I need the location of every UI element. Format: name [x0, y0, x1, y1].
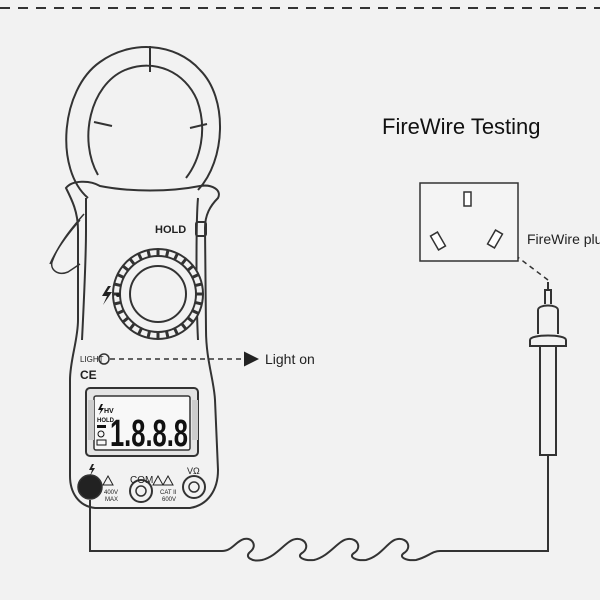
test-probe[interactable] — [529, 282, 567, 456]
right-rating-line1: CAT II — [160, 490, 177, 496]
dial-tooth — [173, 252, 179, 261]
dial-tooth — [180, 322, 188, 331]
dial-tooth — [128, 322, 136, 331]
lcd-flash-icon — [98, 404, 104, 415]
lcd-minus-segment — [97, 425, 106, 428]
clamp-jaws — [65, 46, 221, 199]
dial-tooth — [113, 282, 122, 288]
dial-tooth — [180, 257, 188, 266]
dial-tooth — [164, 330, 170, 339]
diagram-title: FireWire Testing — [382, 114, 541, 139]
socket-left-slot[interactable] — [429, 231, 447, 251]
dial-teeth — [113, 249, 203, 339]
terminal-com-jack[interactable] — [129, 479, 153, 503]
right-rating-line2: 600V — [162, 497, 176, 503]
dial-tooth — [173, 327, 179, 336]
dial-tooth — [113, 300, 122, 306]
rotary-dial[interactable] — [112, 248, 204, 340]
firewire-plug-label: FireWire plu — [527, 231, 600, 247]
dial-tooth — [128, 257, 136, 266]
lcd-digits: 1.8.8.8 — [110, 413, 188, 455]
terminal-vohm-jack[interactable] — [182, 475, 206, 499]
lcd-ohm-icon — [97, 430, 105, 438]
vohm-label: VΩ — [187, 466, 200, 476]
dial-tooth — [116, 309, 125, 315]
wrist-strap — [49, 213, 85, 274]
dial-tooth — [121, 264, 130, 272]
dial-tooth — [137, 252, 143, 261]
light-button[interactable] — [98, 353, 110, 365]
dial-tooth — [116, 273, 125, 279]
dial-tooth — [194, 300, 203, 306]
dial-tooth — [146, 330, 152, 339]
dial-tooth — [191, 309, 200, 315]
wall-socket — [419, 182, 519, 262]
dial-tooth — [121, 316, 130, 324]
flash-icon — [102, 286, 120, 305]
dial-tooth — [186, 264, 195, 272]
com-label: COM — [130, 475, 153, 486]
dial-tooth — [164, 249, 170, 258]
dial-tooth — [194, 282, 203, 288]
terminal-left-jack[interactable] — [77, 474, 103, 500]
lcd-battery-icon — [96, 439, 107, 446]
lcd-hold-label: HOLD — [97, 418, 115, 424]
dial-tooth — [137, 327, 143, 336]
hold-label: HOLD — [155, 224, 186, 236]
left-rating-line1: 400V — [104, 490, 118, 496]
dial-tooth — [186, 316, 195, 324]
light-label: LIGHT — [80, 355, 104, 364]
test-lead-wire — [89, 455, 549, 562]
lcd-hv-label: HV — [104, 408, 114, 415]
meter-body — [64, 180, 220, 509]
lcd-display — [85, 387, 199, 457]
dial-tooth — [191, 273, 200, 279]
light-on-label: Light on — [265, 351, 315, 367]
socket-right-slot[interactable] — [486, 229, 504, 249]
dial-tooth — [146, 249, 152, 258]
warning-icon — [102, 474, 174, 486]
ce-mark: CE — [80, 368, 97, 382]
terminal-flash-icon — [89, 464, 95, 476]
left-rating-line2: MAX — [105, 497, 118, 503]
